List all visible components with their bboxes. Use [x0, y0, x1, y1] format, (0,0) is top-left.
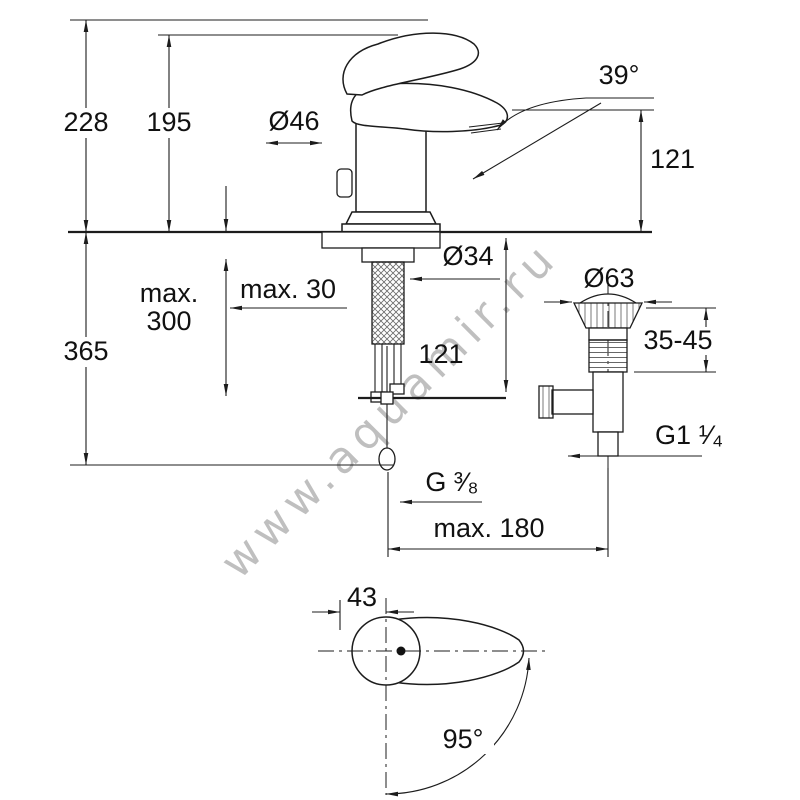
dim-waste-thread: G1 ¹⁄₄ [655, 420, 723, 450]
waste-collar [588, 327, 628, 341]
waste-body [592, 371, 624, 433]
dim-supply-hose-thread: G ³⁄₈ [425, 467, 478, 497]
dim-depth-below-deck: 365 [63, 336, 108, 366]
handle-dot [396, 646, 406, 656]
dim-hose-connection-drop: 121 [418, 339, 463, 369]
waste-tail [597, 431, 619, 457]
angle-39-leader [496, 97, 587, 131]
dim-shank-diameter: Ø34 [442, 241, 493, 271]
faucet-side-knob [336, 168, 353, 198]
spout-axis-arrow [472, 102, 602, 180]
dim-body-diameter: Ø46 [268, 106, 319, 136]
dim-total-height: 228 [63, 107, 108, 137]
dim-waste-deck-range: 35-45 [643, 325, 712, 355]
dim-base-to-top: 195 [146, 107, 191, 137]
arc-95-degrees [385, 657, 531, 797]
under-counter-assembly [358, 247, 506, 471]
dim-waste-flange-diameter: Ø63 [583, 263, 634, 293]
backing-228 [60, 108, 112, 138]
faucet-lever [342, 32, 480, 96]
dim-hose-max-word: max. [140, 278, 199, 308]
dimension-labels: 228 195 Ø46 39° 121 max. 30 max. 300 Ø34… [63, 60, 723, 754]
faucet-base-plate [341, 223, 441, 233]
faucet-base-flare [344, 211, 438, 225]
backing-35-45 [645, 327, 713, 355]
backing-95 [432, 726, 494, 754]
dim-spout-outlet-height: 121 [650, 144, 695, 174]
rod-clamp [380, 391, 394, 405]
dim-deck-max-thickness: max. 30 [240, 274, 336, 304]
waste-side-arm [551, 389, 594, 415]
ext-lines-max180 [387, 468, 609, 557]
dim-projection-max: max. 180 [433, 513, 544, 543]
dimension-lines [70, 19, 716, 797]
backing-365 [60, 337, 112, 367]
faucet-side-view [336, 32, 509, 233]
waste-thread-section [588, 339, 628, 373]
supply-hoses [374, 344, 402, 392]
faucet-body [355, 121, 427, 213]
waste-flange [572, 302, 644, 329]
backing-195 [143, 108, 195, 138]
dim-handle-swing-angle: 95° [443, 724, 484, 754]
label-backings [60, 108, 713, 754]
dim-handle-top-width: 43 [347, 582, 377, 612]
counter-section [321, 231, 441, 249]
threaded-shank [371, 261, 405, 345]
waste-knurl-cap [538, 385, 554, 419]
dim-hose-max-value: 300 [146, 306, 191, 336]
waste-dome [579, 293, 637, 304]
hose-connector-right [389, 383, 405, 395]
mounting-nut [361, 247, 415, 263]
dim-spout-angle: 39° [599, 60, 640, 90]
popup-rod-knob [378, 447, 396, 471]
